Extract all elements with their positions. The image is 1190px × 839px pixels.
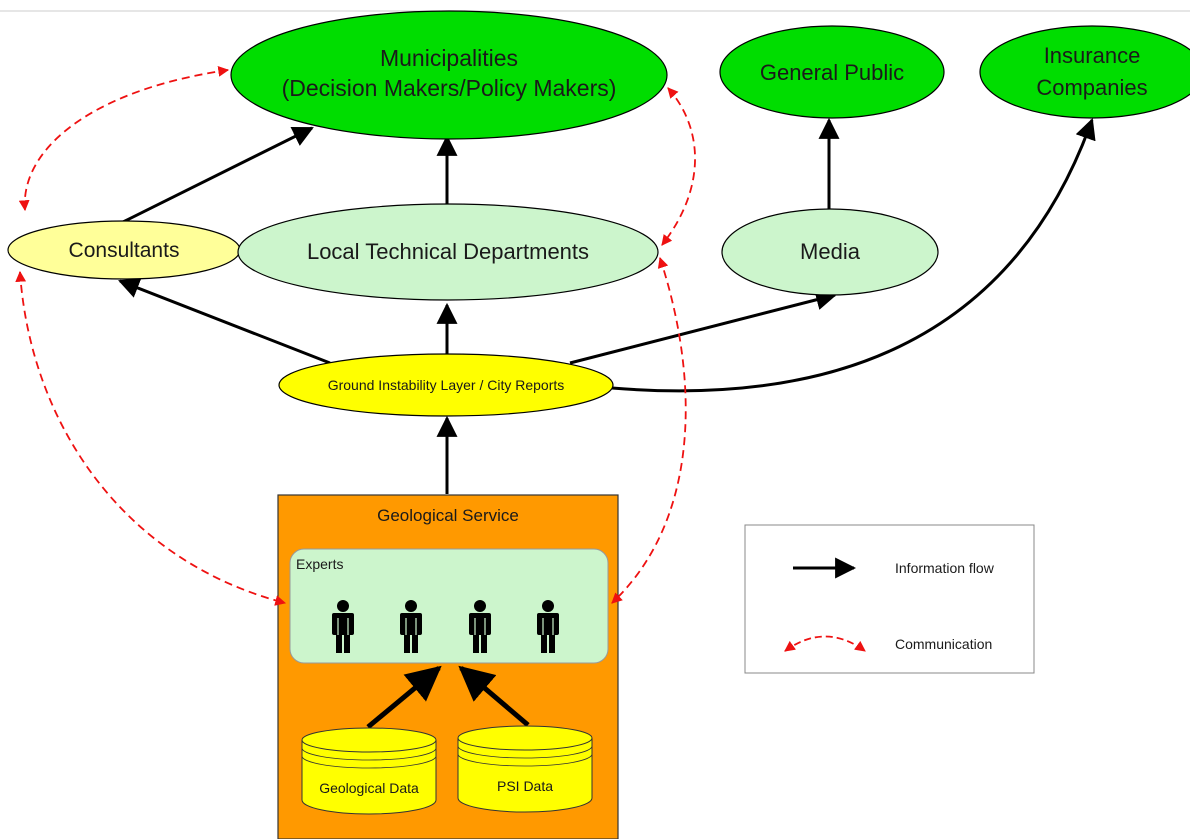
node-ground-instability-layer: Ground Instability Layer / City Reports [278,353,614,417]
insurance-line1: Insurance [1044,43,1141,68]
consultants-label: Consultants [69,239,180,262]
communication-arrows [15,66,696,606]
geological-data-label: Geological Data [319,780,419,796]
legend-communication-label: Communication [895,636,992,652]
information-flow-arrows [118,117,1096,494]
psi-data-cylinder: PSI Data [457,725,593,813]
legend: Information flow Communication [744,524,1035,674]
comm-consultants-experts [15,270,287,606]
municipalities-line1: Municipalities [380,45,518,71]
arrow-layer-to-consultants [118,278,331,365]
ground-layer-label: Ground Instability Layer / City Reports [328,377,565,393]
experts-panel: Experts [289,548,609,664]
node-insurance-companies: Insurance Companies [979,25,1190,119]
experts-label: Experts [296,556,343,572]
insurance-line2: Companies [1036,75,1147,100]
general-public-label: General Public [760,60,904,85]
arrow-psidata-to-experts [458,665,530,727]
geological-service-box: Geological Service Experts Geological Da… [277,494,619,839]
municipalities-line2: (Decision Makers/Policy Makers) [282,75,617,101]
node-general-public: General Public [719,25,945,119]
geological-service-label: Geological Service [377,506,519,525]
legend-information-flow-label: Information flow [895,560,995,576]
media-label: Media [800,239,861,264]
node-municipalities: Municipalities (Decision Makers/Policy M… [230,10,668,140]
arrow-layer-to-insurance [611,118,1096,393]
comm-municipalities-consultants [18,66,230,212]
arrow-consultants-to-municipalities [122,126,314,224]
comm-municipalities-localtech [661,87,696,246]
node-local-technical-departments: Local Technical Departments [237,203,659,301]
node-media: Media [721,208,939,296]
geological-data-cylinder: Geological Data [301,727,437,815]
node-consultants: Consultants [7,220,241,280]
arrow-geodata-to-experts [366,665,442,729]
psi-data-label: PSI Data [497,778,553,794]
arrow-layer-to-media [569,289,838,365]
local-tech-label: Local Technical Departments [307,239,589,264]
comm-localtech-experts [611,256,687,604]
